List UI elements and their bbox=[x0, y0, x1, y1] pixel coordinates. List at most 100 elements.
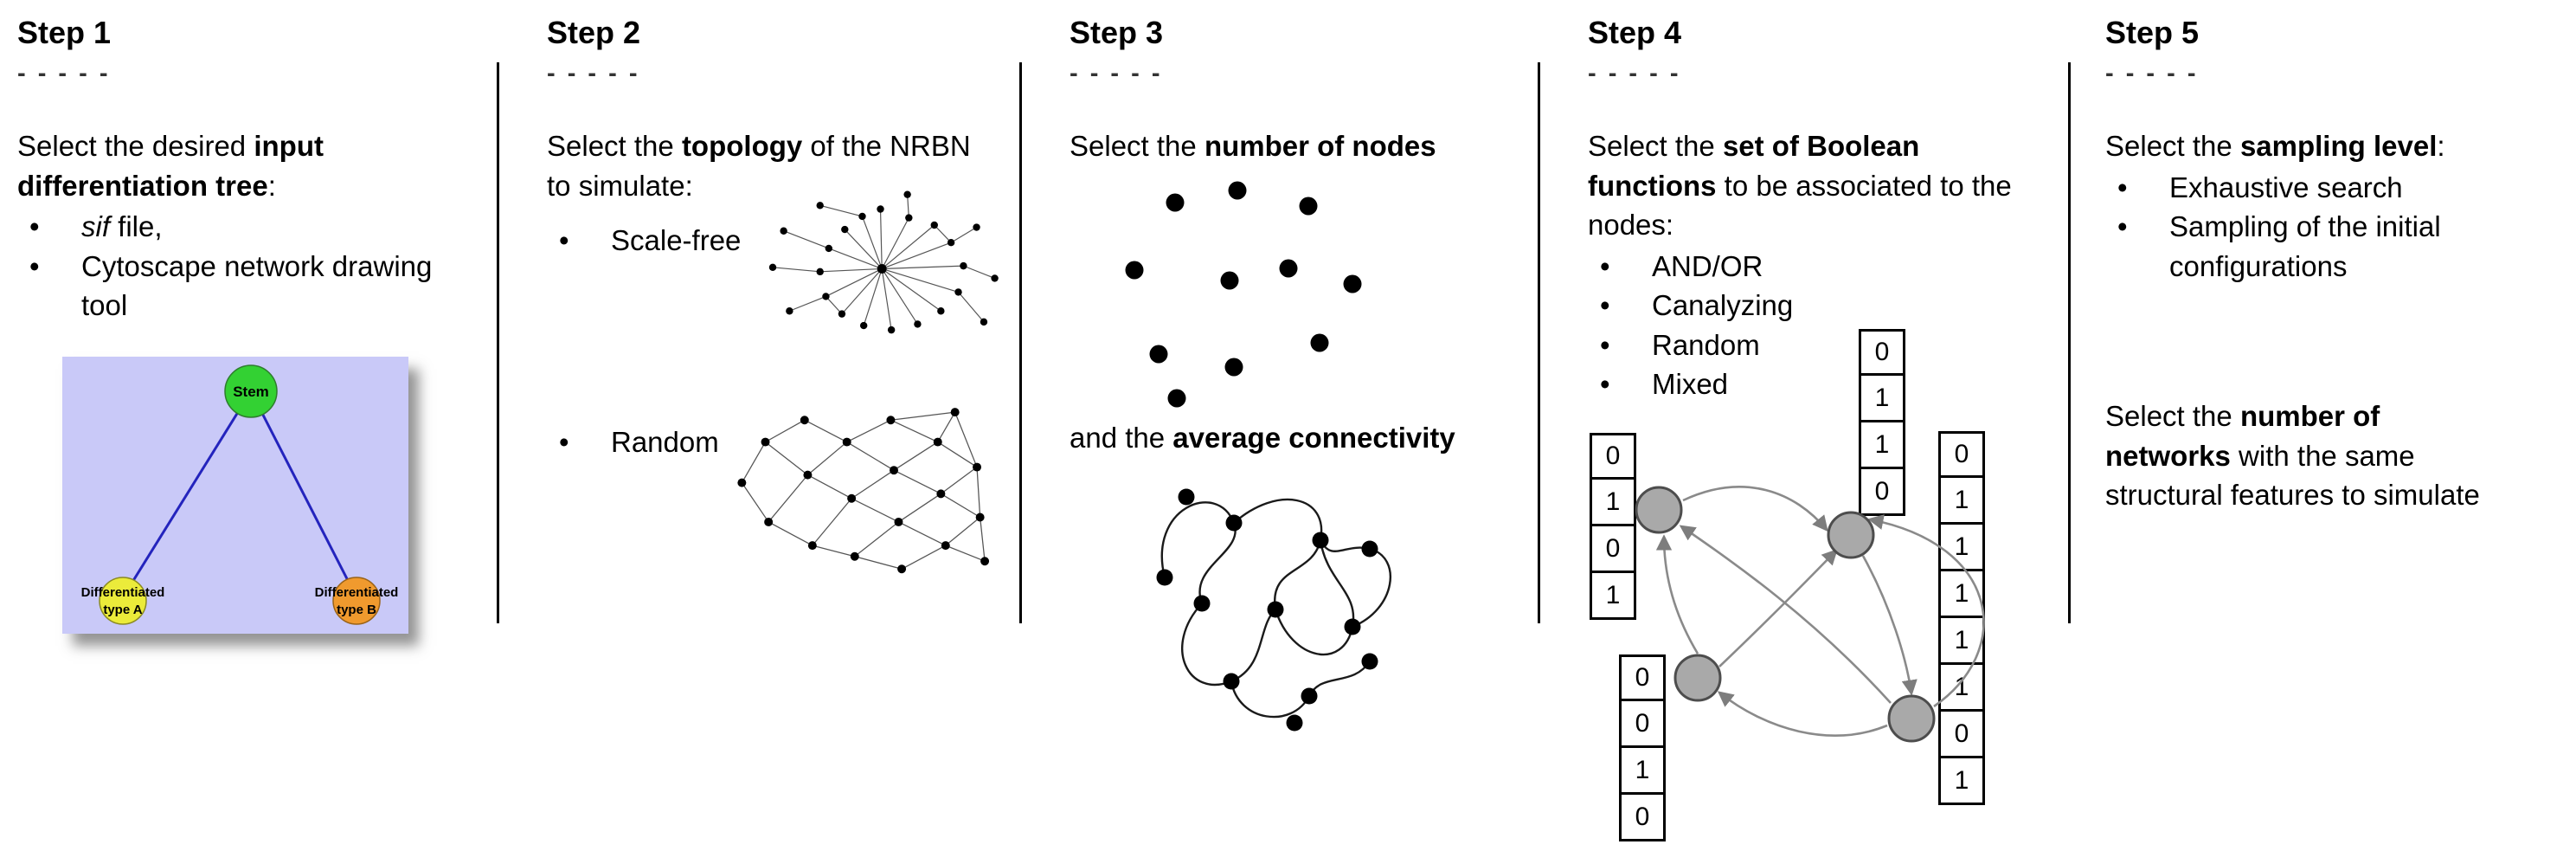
intro-text-bold: input differentiation tree bbox=[17, 130, 324, 202]
differentiation-tree-svg: Stem Differentiated type A Differentiate… bbox=[62, 356, 408, 634]
line2-text-bold: average connectivity bbox=[1172, 421, 1455, 454]
connectivity-network-image bbox=[1156, 488, 1391, 732]
truth-table-cell: 0 bbox=[1619, 795, 1666, 841]
bullet-marker: • bbox=[1600, 328, 1610, 361]
scale-free-network-image bbox=[768, 190, 999, 334]
line2-text: and the bbox=[1070, 421, 1173, 454]
scale-free-row: • Scale-free bbox=[547, 190, 1002, 360]
bullet-marker: • bbox=[1600, 249, 1610, 282]
bullet-text: Random bbox=[1652, 328, 1760, 361]
type-b-node bbox=[332, 577, 381, 625]
bullet-text: Canalyzing bbox=[1652, 289, 1794, 322]
bullet-marker: • bbox=[2117, 210, 2128, 243]
bullet-text: Cytoscape network drawing tool bbox=[81, 249, 433, 322]
random-nodes bbox=[737, 408, 990, 574]
edge-stem-to-type-b bbox=[249, 390, 358, 598]
truth-table-cell: 1 bbox=[1590, 480, 1636, 526]
boolean-node bbox=[1673, 654, 1722, 702]
step-2-column: Step 2 - - - - - Select the topology of … bbox=[499, 0, 1019, 851]
truth-table-cell: 1 bbox=[1859, 422, 1905, 469]
intro-text-bold: topology bbox=[681, 130, 803, 163]
intro-text-bold: set of Boolean functions bbox=[1588, 130, 1920, 202]
line1-text: Select the bbox=[1070, 130, 1204, 163]
column-divider bbox=[2068, 62, 2071, 623]
intro-text: Select the desired bbox=[17, 130, 254, 163]
scale-free-edges bbox=[772, 194, 995, 331]
tangle-nodes bbox=[1156, 488, 1378, 732]
bullet-text: Sampling of the initial configurations bbox=[2169, 210, 2441, 282]
step-1-intro: Select the desired input differentiation… bbox=[17, 126, 479, 205]
list-item-scale-free: • Scale-free bbox=[547, 212, 755, 261]
boolean-arrows bbox=[1655, 486, 1985, 737]
intro-text: Select the bbox=[2105, 130, 2240, 163]
para2-text: Select the bbox=[2105, 400, 2240, 433]
step-1-column: Step 1 - - - - - Select the desired inpu… bbox=[0, 0, 497, 851]
scale-free-nodes bbox=[768, 190, 999, 334]
step-2-intro: Select the topology of the NRBN to simul… bbox=[547, 126, 1002, 205]
step-3-dashes: - - - - - bbox=[1070, 60, 1163, 88]
bullet-marker: • bbox=[559, 224, 569, 257]
step-5-title: Step 5 bbox=[2105, 15, 2200, 50]
type-b-label-line1: Differentiated bbox=[315, 585, 399, 600]
step-5-intro: Select the sampling level: bbox=[2105, 126, 2559, 166]
sif-italic: sif bbox=[81, 210, 110, 243]
boolean-nodes bbox=[1635, 486, 1936, 743]
bullet-marker: • bbox=[1600, 368, 1610, 401]
tree-edges bbox=[121, 390, 358, 598]
truth-table-cell: 1 bbox=[1938, 618, 1985, 665]
bullet-marker: • bbox=[1600, 289, 1610, 322]
truth-table-cell: 1 bbox=[1938, 525, 1985, 571]
bullet-text: Random bbox=[611, 426, 719, 459]
type-a-label-line1: Differentiated bbox=[81, 585, 165, 600]
list-item: • Exhaustive search bbox=[2105, 168, 2559, 208]
step-5-networks-paragraph: Select the number of networks with the s… bbox=[2105, 396, 2512, 515]
para2-text-post: with the same structural features to sim… bbox=[2105, 439, 2480, 512]
boolean-node bbox=[1827, 511, 1875, 559]
list-item: • Canalyzing bbox=[1588, 286, 2051, 326]
random-edges bbox=[741, 411, 986, 571]
boolean-node bbox=[1887, 694, 1936, 743]
truth-table-cell: 0 bbox=[1619, 654, 1666, 701]
step-5-bullet-list: • Exhaustive search • Sampling of the initi… bbox=[2105, 168, 2559, 287]
step-3-line2: and the average connectivity bbox=[1070, 418, 1520, 458]
bullet-marker: • bbox=[2117, 171, 2128, 203]
scatter-dots bbox=[1125, 181, 1362, 408]
truth-table-cell: 0 bbox=[1619, 701, 1666, 748]
bullet-text: Scale-free bbox=[611, 224, 742, 257]
intro-text: Select the bbox=[1588, 130, 1723, 163]
bullet-marker: • bbox=[29, 210, 40, 243]
intro-text-bold: sampling level bbox=[2239, 130, 2438, 163]
list-item: • Sampling of the initial configurations bbox=[2105, 207, 2559, 286]
truth-table-cell: 1 bbox=[1619, 748, 1666, 795]
step-1-title: Step 1 bbox=[17, 15, 112, 50]
column-divider bbox=[497, 62, 499, 623]
truth-table-cell: 1 bbox=[1938, 478, 1985, 525]
step-2-title: Step 2 bbox=[547, 15, 641, 50]
step-4-intro: Select the set of Boolean functions to b… bbox=[1588, 126, 2051, 245]
step-4-bullet-list: • AND/OR • Canalyzing • Random • Mixed bbox=[1588, 247, 2051, 404]
step-5-column: Step 5 - - - - - Select the sampling lev… bbox=[2071, 0, 2576, 851]
truth-table-cell: 1 bbox=[1938, 665, 1985, 712]
truth-table-cell: 0 bbox=[1859, 469, 1905, 516]
truth-table-cell: 1 bbox=[1590, 573, 1636, 620]
intro-text-post: of the NRBN to simulate: bbox=[547, 130, 971, 202]
truth-table-cell: 0 bbox=[1590, 433, 1636, 480]
step-5-dashes: - - - - - bbox=[2105, 60, 2199, 88]
truth-table-cell: 1 bbox=[1938, 571, 1985, 618]
step-4-dashes: - - - - - bbox=[1588, 60, 1681, 88]
bullet-text: AND/OR bbox=[1652, 249, 1763, 282]
bullet-text: Mixed bbox=[1652, 368, 1729, 401]
type-a-label-line2: type A bbox=[103, 603, 142, 617]
bullet-text: Exhaustive search bbox=[2169, 171, 2403, 203]
stem-node bbox=[224, 364, 278, 418]
bullet-text: sif file, bbox=[81, 207, 479, 247]
intro-text-post: : bbox=[267, 169, 276, 202]
list-item: • Mixed bbox=[1588, 364, 2051, 404]
line1-text-bold: number of nodes bbox=[1204, 130, 1436, 163]
step-2-dashes: - - - - - bbox=[547, 60, 640, 88]
differentiation-tree-image: Stem Differentiated type A Differentiate… bbox=[62, 356, 408, 634]
list-item-cytoscape: • Cytoscape network drawing tool bbox=[17, 247, 479, 326]
